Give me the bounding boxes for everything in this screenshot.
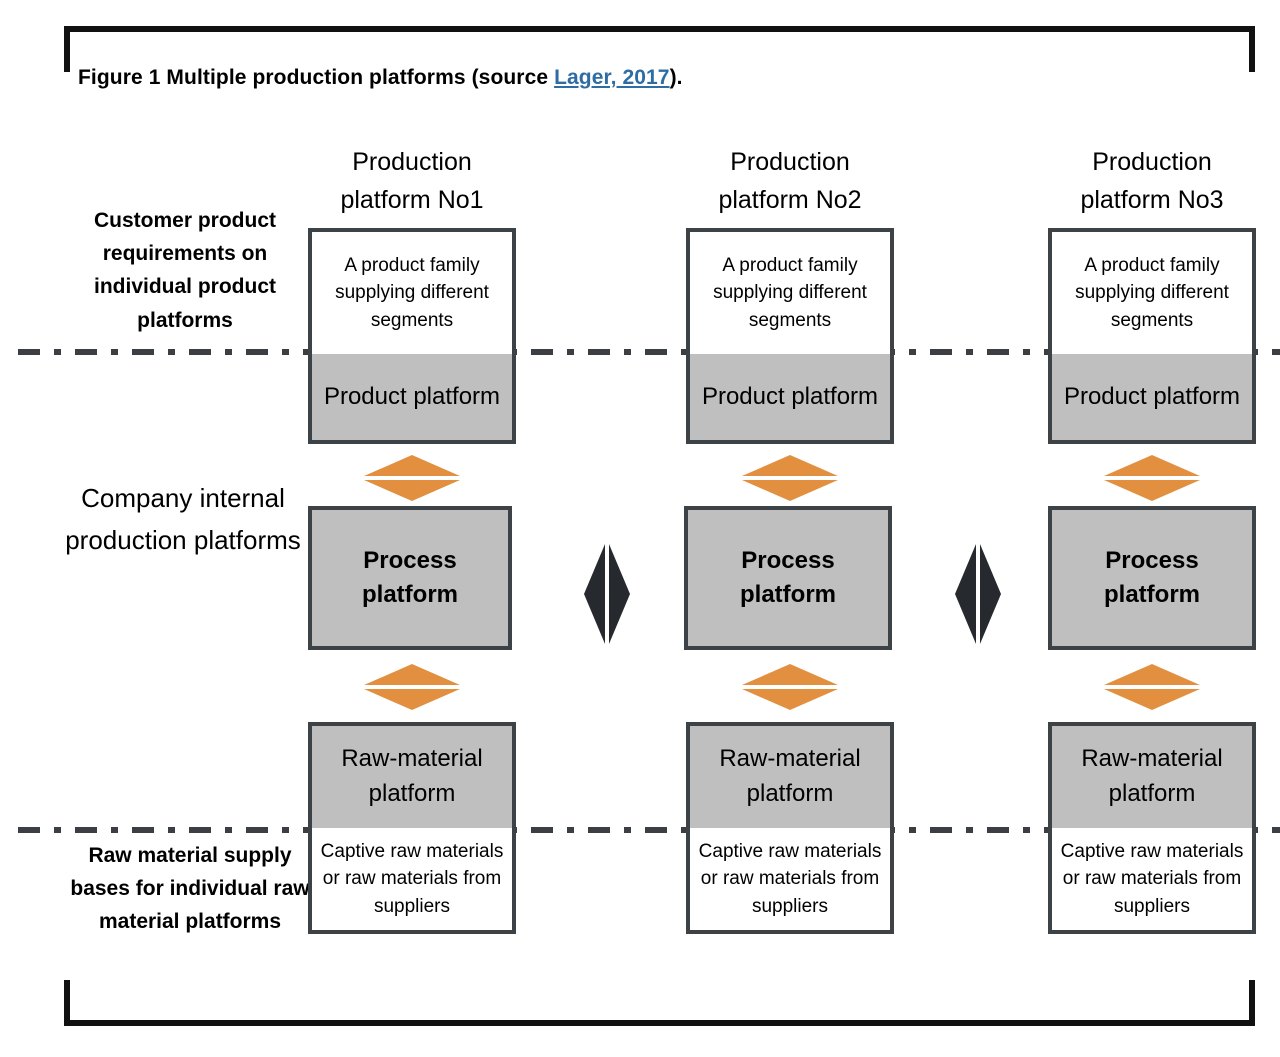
arrow-head-left-icon [584, 544, 605, 644]
horizontal-double-arrow-1-2 [584, 544, 630, 644]
dash-dot-separator-bottom [18, 827, 1280, 833]
caption-suffix: ). [669, 66, 683, 89]
process-platform-label-3: Process platform [1104, 546, 1200, 608]
captive-raw-materials-section-2: Captive raw materials or raw materials f… [690, 828, 890, 930]
frame-corner-top-right [1249, 26, 1255, 72]
captive-raw-materials-section-3: Captive raw materials or raw materials f… [1052, 828, 1252, 930]
raw-material-platform-box-2: Raw-material platform Captive raw materi… [686, 722, 894, 934]
band-label-customer-requirements: Customer product requirements on individ… [93, 209, 276, 332]
product-platform-label-3: Product platform [1063, 382, 1241, 410]
vertical-double-arrow-upper-2 [742, 455, 838, 501]
arrow-head-down-icon [1104, 689, 1200, 710]
caption-prefix: Figure 1 Multiple production platforms (… [78, 66, 555, 89]
product-family-label-1: A product family supplying different seg… [335, 254, 489, 331]
frame-bottom-border [64, 1020, 1255, 1026]
frame-corner-bottom-left [64, 980, 70, 1026]
horizontal-double-arrow-2-3 [955, 544, 1001, 644]
raw-material-platform-box-3: Raw-material platform Captive raw materi… [1048, 722, 1256, 934]
band-label-company-internal: Company internal production platforms [65, 483, 301, 555]
raw-material-platform-box-1: Raw-material platform Captive raw materi… [308, 722, 516, 934]
dash-dot-separator-top [18, 349, 1280, 355]
process-platform-box-2: Process platform [684, 506, 892, 650]
frame-top-border [64, 26, 1255, 32]
arrow-head-up-icon [742, 455, 838, 476]
captive-raw-materials-label-2: Captive raw materials or raw materials f… [698, 840, 882, 917]
raw-material-section-1: Raw-material platform [312, 726, 512, 828]
arrow-head-down-icon [742, 689, 838, 710]
product-family-section-2: A product family supplying different seg… [690, 232, 890, 354]
vertical-double-arrow-lower-3 [1104, 664, 1200, 710]
arrow-head-up-icon [364, 455, 460, 476]
raw-material-platform-label-3: Raw-material platform [1081, 745, 1223, 807]
raw-material-section-2: Raw-material platform [690, 726, 890, 828]
arrow-head-right-icon [980, 544, 1001, 644]
process-platform-box-1: Process platform [308, 506, 512, 650]
captive-raw-materials-label-1: Captive raw materials or raw materials f… [320, 840, 504, 917]
product-platform-label-2: Product platform [701, 382, 879, 410]
vertical-double-arrow-lower-2 [742, 664, 838, 710]
arrow-head-down-icon [364, 689, 460, 710]
vertical-double-arrow-upper-1 [364, 455, 460, 501]
production-platform-column-1: A product family supplying different seg… [282, 0, 542, 1057]
arrow-head-down-icon [742, 480, 838, 501]
product-platform-label-1: Product platform [323, 382, 501, 410]
production-platform-column-3: A product family supplying different seg… [1022, 0, 1280, 1057]
arrow-head-up-icon [364, 664, 460, 685]
figure-caption: Figure 1 Multiple production platforms (… [78, 66, 683, 90]
product-platform-section-3: Product platform [1052, 354, 1252, 440]
vertical-double-arrow-upper-3 [1104, 455, 1200, 501]
raw-material-platform-label-1: Raw-material platform [341, 745, 483, 807]
product-platform-box-2: A product family supplying different seg… [686, 228, 894, 444]
process-platform-label-1: Process platform [362, 546, 458, 608]
arrow-head-down-icon [1104, 480, 1200, 501]
vertical-double-arrow-lower-1 [364, 664, 460, 710]
product-platform-section-2: Product platform [690, 354, 890, 440]
frame-corner-top-left [64, 26, 70, 72]
production-platform-column-2: A product family supplying different seg… [660, 0, 920, 1057]
arrow-head-up-icon [1104, 664, 1200, 685]
arrow-head-up-icon [742, 664, 838, 685]
arrow-head-right-icon [609, 544, 630, 644]
arrow-head-left-icon [955, 544, 976, 644]
raw-material-platform-label-2: Raw-material platform [719, 745, 861, 807]
product-family-section-3: A product family supplying different seg… [1052, 232, 1252, 354]
product-family-label-2: A product family supplying different seg… [713, 254, 867, 331]
product-family-section-1: A product family supplying different seg… [312, 232, 512, 354]
raw-material-section-3: Raw-material platform [1052, 726, 1252, 828]
frame-corner-bottom-right [1249, 980, 1255, 1026]
process-platform-label-2: Process platform [740, 546, 836, 608]
process-platform-box-3: Process platform [1048, 506, 1256, 650]
captive-raw-materials-label-3: Captive raw materials or raw materials f… [1060, 840, 1244, 917]
band-label-raw-material-supply: Raw material supply bases for individual… [70, 844, 310, 934]
caption-source-link[interactable]: Lager, 2017 [554, 66, 670, 89]
product-platform-box-3: A product family supplying different seg… [1048, 228, 1256, 444]
product-platform-box-1: A product family supplying different seg… [308, 228, 516, 444]
product-family-label-3: A product family supplying different seg… [1075, 254, 1229, 331]
product-platform-section-1: Product platform [312, 354, 512, 440]
arrow-head-up-icon [1104, 455, 1200, 476]
arrow-head-down-icon [364, 480, 460, 501]
captive-raw-materials-section-1: Captive raw materials or raw materials f… [312, 828, 512, 930]
